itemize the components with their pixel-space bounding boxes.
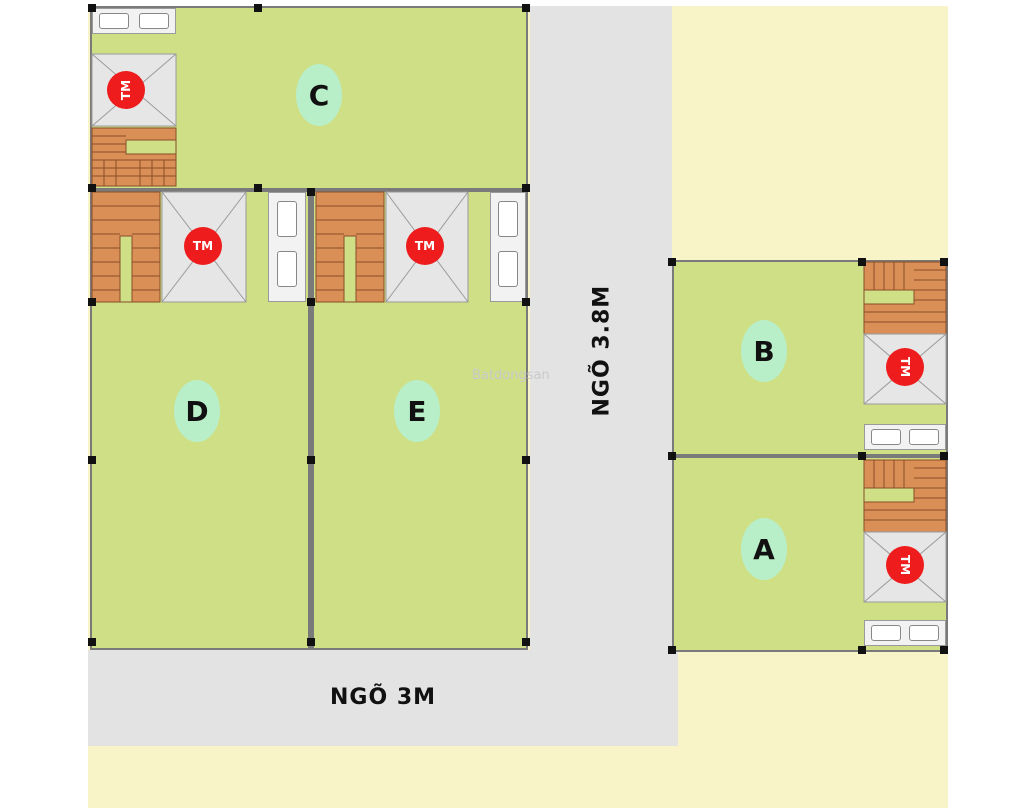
unit-label-e: E: [394, 380, 440, 442]
basin: [139, 13, 169, 29]
stairs-b: [863, 261, 947, 335]
column-post: [668, 452, 676, 460]
stairs-c: [91, 127, 177, 187]
basin: [277, 251, 297, 287]
column-post: [88, 456, 96, 464]
column-post: [522, 298, 530, 306]
column-post: [522, 456, 530, 464]
column-post: [940, 646, 948, 654]
column-post: [88, 638, 96, 646]
road-vertical: [530, 6, 672, 746]
column-post: [858, 258, 866, 266]
road-horizontal: [88, 650, 678, 746]
column-post: [254, 4, 262, 12]
column-post: [88, 298, 96, 306]
wc-badge-b: TM: [886, 348, 924, 386]
column-post: [88, 184, 96, 192]
wc-badge-d: TM: [184, 227, 222, 265]
basin: [99, 13, 129, 29]
column-post: [668, 258, 676, 266]
column-post: [858, 646, 866, 654]
sink-panel-a: [864, 620, 946, 646]
column-post: [940, 452, 948, 460]
unit-label-d: D: [174, 380, 220, 442]
basin: [498, 201, 518, 237]
column-post: [307, 298, 315, 306]
column-post: [522, 4, 530, 12]
column-post: [522, 184, 530, 192]
stairs-e: [315, 191, 385, 303]
basin: [498, 251, 518, 287]
column-post: [254, 184, 262, 192]
sink-panel-e: [490, 192, 526, 302]
column-post: [307, 638, 315, 646]
wc-badge-c: TM: [107, 71, 145, 109]
road-label-vertical: NGÕ 3.8M: [589, 284, 615, 417]
wc-badge-a: TM: [886, 546, 924, 584]
column-post: [940, 258, 948, 266]
stairs-a: [863, 459, 947, 533]
column-post: [307, 456, 315, 464]
stairs-d: [91, 191, 161, 303]
wc-badge-e: TM: [406, 227, 444, 265]
unit-label-c: C: [296, 64, 342, 126]
unit-label-b: B: [741, 320, 787, 382]
column-post: [307, 188, 315, 196]
basin: [871, 625, 901, 641]
basin: [277, 201, 297, 237]
unit-label-a: A: [741, 518, 787, 580]
column-post: [88, 4, 96, 12]
sink-panel-d: [268, 192, 306, 302]
watermark: Batdongsan: [472, 368, 550, 383]
basin: [909, 429, 939, 445]
column-post: [858, 452, 866, 460]
sink-panel-c: [92, 8, 176, 34]
road-label-horizontal: NGÕ 3M: [330, 685, 437, 710]
basin: [909, 625, 939, 641]
column-post: [522, 638, 530, 646]
basin: [871, 429, 901, 445]
sink-panel-b: [864, 424, 946, 450]
column-post: [668, 646, 676, 654]
